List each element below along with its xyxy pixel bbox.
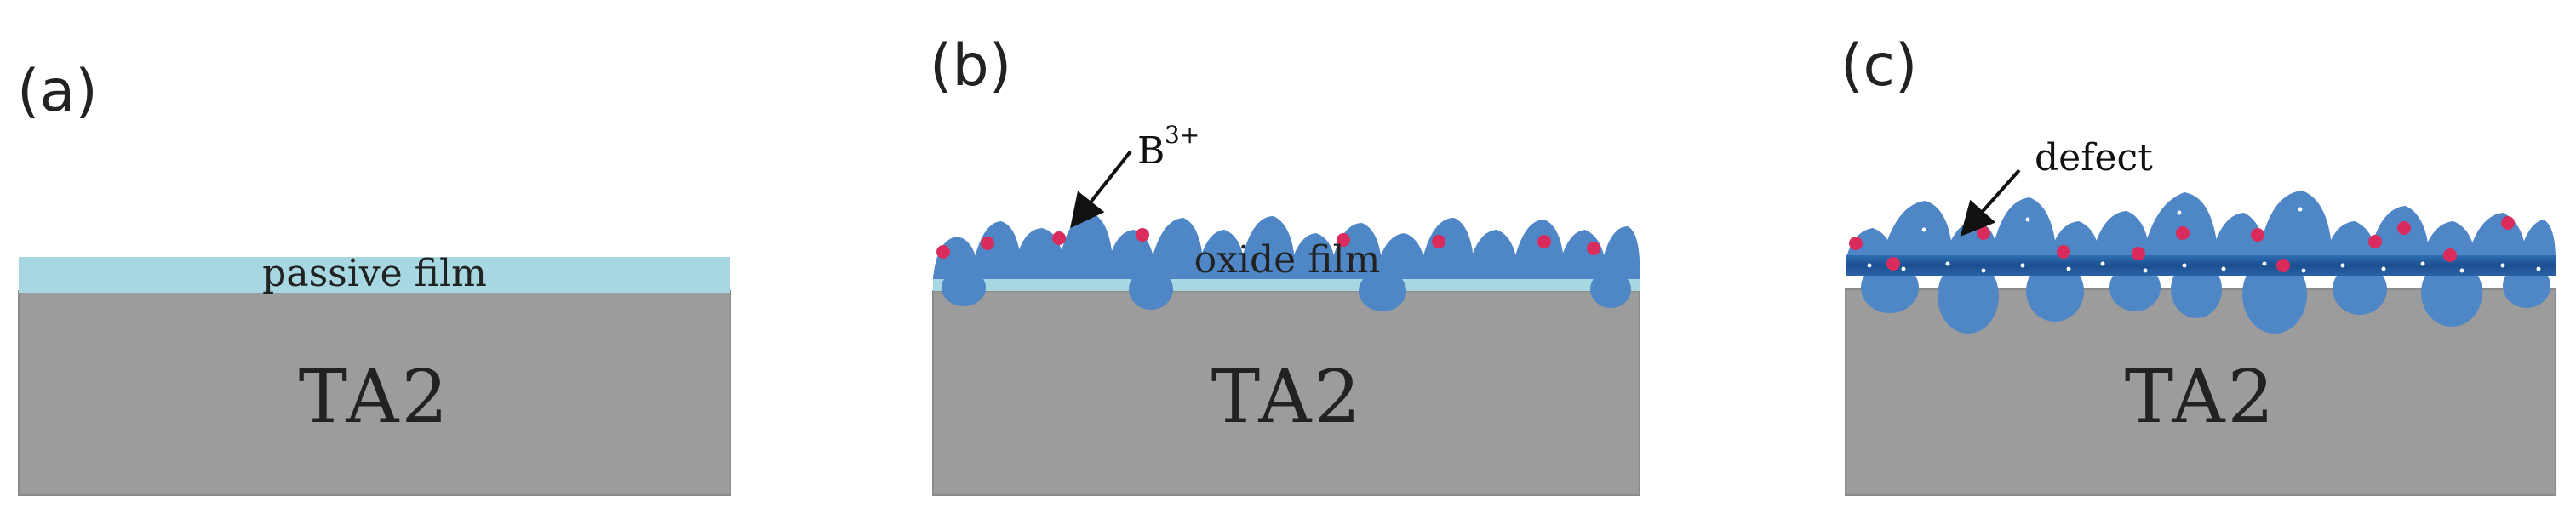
- panel-c-annotation: defect: [2035, 136, 2153, 180]
- panel-b: (b): [930, 32, 1640, 496]
- panel-a-passive-film: [19, 257, 730, 293]
- panel-b-substrate-label: TA2: [1211, 355, 1363, 440]
- panel-c-annotation-arrow: [1960, 168, 2021, 237]
- panel-a-substrate: [18, 290, 731, 496]
- panel-b-label: (b): [930, 32, 1011, 100]
- panel-b-ions: [936, 228, 1600, 259]
- panel-a-label: (a): [17, 58, 98, 125]
- panel-b-film-label: oxide film: [1194, 238, 1381, 282]
- panel-c-label: (c): [1840, 32, 1917, 100]
- panel-c-substrate-label: TA2: [2125, 355, 2276, 440]
- panel-c-ions: [1849, 216, 2515, 272]
- panel-b-annotation-sup: 3+: [1165, 121, 1199, 149]
- panel-b-annotation-arrow: [1070, 150, 1132, 229]
- panel-c-dark-film: [1846, 255, 2556, 276]
- panel-a-substrate-label: TA2: [299, 355, 450, 440]
- panel-b-annotation: B: [1137, 129, 1165, 173]
- panel-c: (c): [1840, 32, 2556, 496]
- panel-a: (a) passive film TA2: [17, 58, 731, 496]
- panel-a-film-label: passive film: [262, 252, 487, 295]
